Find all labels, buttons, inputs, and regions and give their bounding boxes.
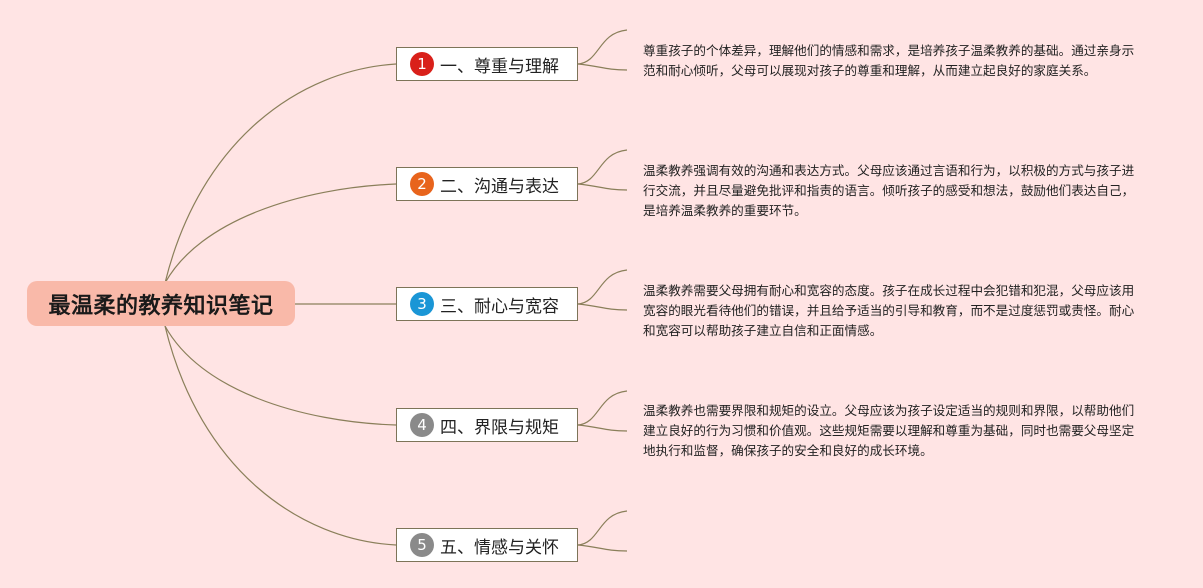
branch-label-4: 四、界限与规矩 xyxy=(440,417,559,438)
connector-root-branch-5 xyxy=(164,325,397,546)
description-2: 温柔教养强调有效的沟通和表达方式。父母应该通过言语和行为，以积极的方式与孩子进行… xyxy=(643,163,1135,218)
description-3: 温柔教养需要父母拥有耐心和宽容的态度。孩子在成长过程中会犯错和犯混，父母应该用宽… xyxy=(643,283,1135,338)
number-badge-5-icon: 5 xyxy=(410,533,434,557)
description-1: 尊重孩子的个体差异，理解他们的情感和需求，是培养孩子温柔教养的基础。通过亲身示范… xyxy=(643,43,1135,78)
connector-branch-2-top xyxy=(577,149,628,185)
branch-node-3[interactable]: 3 三、耐心与宽容 xyxy=(396,287,578,321)
branch-node-1[interactable]: 1 一、尊重与理解 xyxy=(396,47,578,81)
connector-branch-4-top xyxy=(577,390,628,426)
connector-root-branch-1 xyxy=(164,63,397,284)
number-badge-2-icon: 2 xyxy=(410,172,434,196)
branch-label-1: 一、尊重与理解 xyxy=(440,56,559,77)
connector-branch-5-bottom xyxy=(577,544,628,552)
number-badge-4-icon: 4 xyxy=(410,413,434,437)
connector-branch-1-top xyxy=(577,29,628,65)
branch-label-5: 五、情感与关怀 xyxy=(440,537,559,558)
branch-node-5[interactable]: 5 五、情感与关怀 xyxy=(396,528,578,562)
connector-root-branch-2 xyxy=(164,183,397,284)
branch-node-2[interactable]: 2 二、沟通与表达 xyxy=(396,167,578,201)
connector-branch-1-bottom xyxy=(577,63,628,71)
description-4: 温柔教养也需要界限和规矩的设立。父母应该为孩子设定适当的规则和界限，以帮助他们建… xyxy=(643,403,1135,458)
number-badge-3-icon: 3 xyxy=(410,292,434,316)
connector-branch-3-bottom xyxy=(577,303,628,311)
connector-root-branch-4 xyxy=(164,325,397,426)
connector-branch-4-bottom xyxy=(577,424,628,432)
number-badge-1-icon: 1 xyxy=(410,52,434,76)
branch-label-3: 三、耐心与宽容 xyxy=(440,296,559,317)
root-title: 最温柔的教养知识笔记 xyxy=(48,293,274,319)
connector-branch-3-top xyxy=(577,269,628,305)
branch-label-2: 二、沟通与表达 xyxy=(440,176,559,197)
connector-branch-2-bottom xyxy=(577,183,628,191)
connector-branch-5-top xyxy=(577,510,628,546)
branch-node-4[interactable]: 4 四、界限与规矩 xyxy=(396,408,578,442)
root-node[interactable]: 最温柔的教养知识笔记 xyxy=(27,281,295,326)
